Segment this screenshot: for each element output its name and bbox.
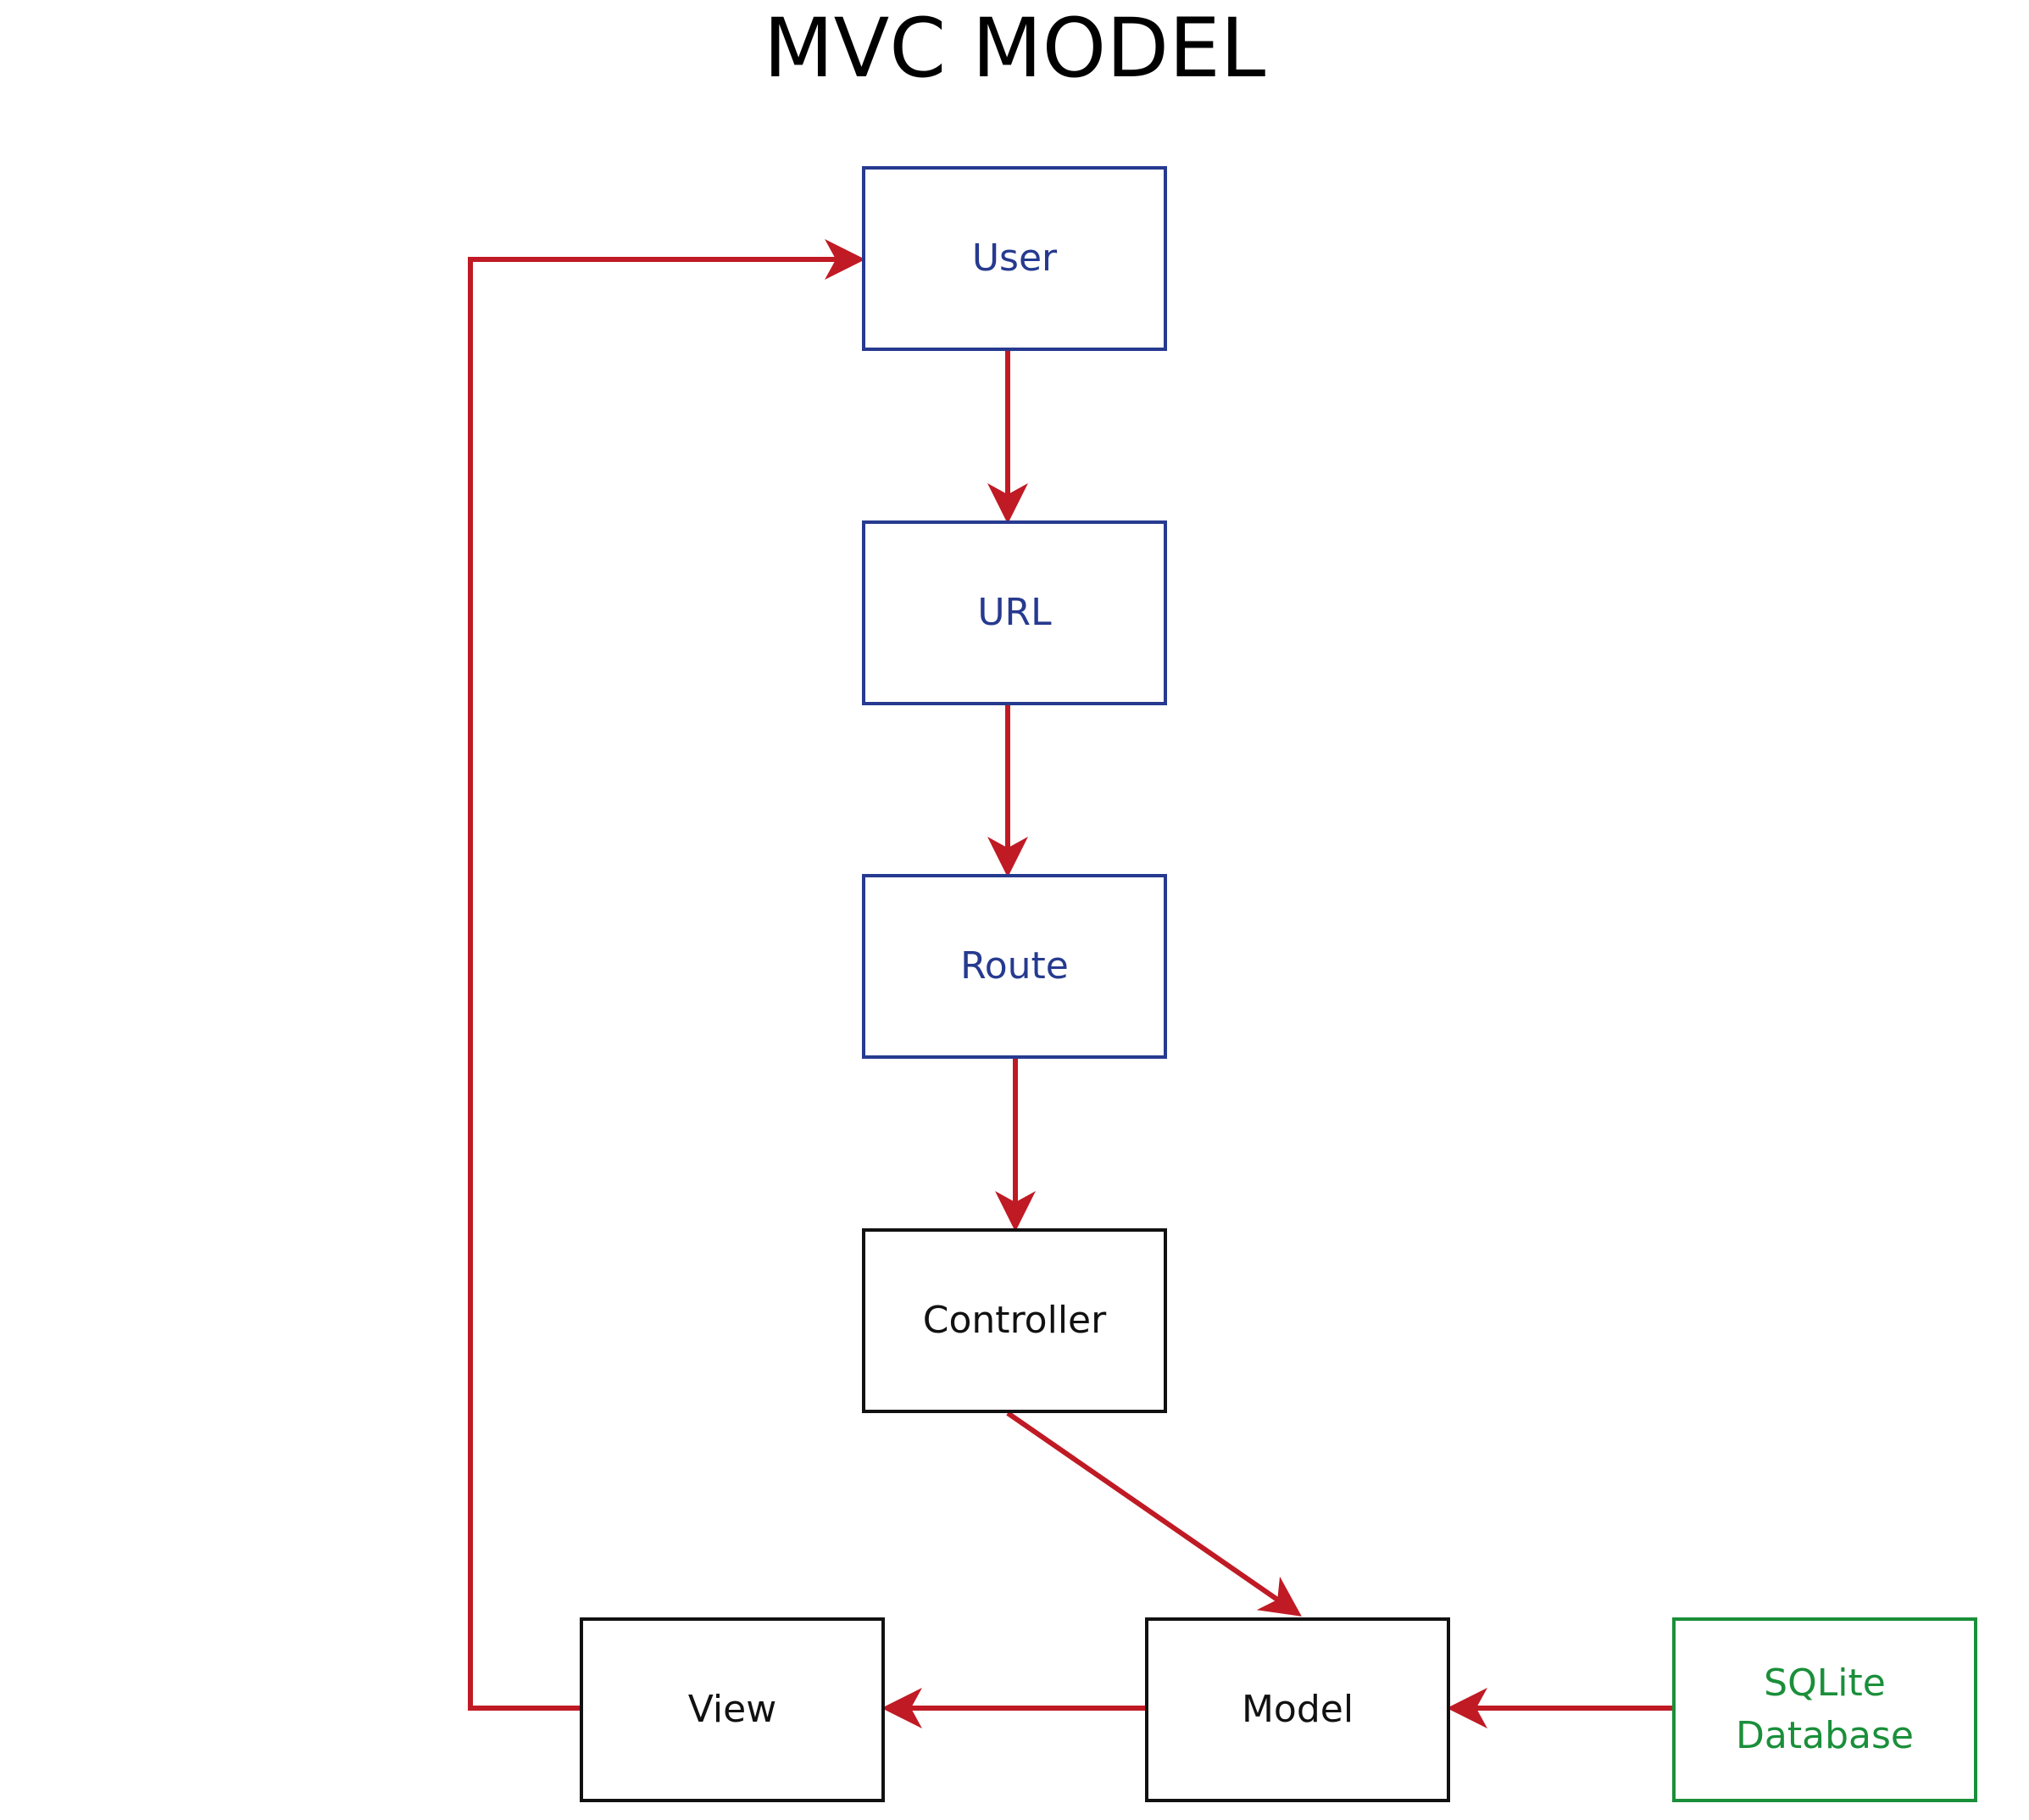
edge-view-to-user (468, 239, 865, 1711)
node-model-label: Model (1241, 1688, 1354, 1731)
node-url: URL (862, 520, 1167, 705)
node-controller: Controller (862, 1228, 1167, 1413)
node-url-label: URL (977, 591, 1052, 634)
node-user: User (862, 166, 1167, 351)
node-route-label: Route (960, 944, 1069, 988)
node-model: Model (1145, 1617, 1450, 1802)
node-sqlite-database-label: SQLite Database (1736, 1661, 1914, 1757)
diagram-title: MVC MODEL (763, 1, 1266, 96)
node-controller-label: Controller (922, 1299, 1107, 1342)
node-route: Route (862, 874, 1167, 1059)
node-sqlite-database: SQLite Database (1672, 1617, 1977, 1802)
edge-controller-to-model (1006, 1411, 1302, 1617)
node-view-label: View (687, 1688, 777, 1731)
node-view: View (580, 1617, 885, 1802)
node-user-label: User (971, 237, 1058, 280)
